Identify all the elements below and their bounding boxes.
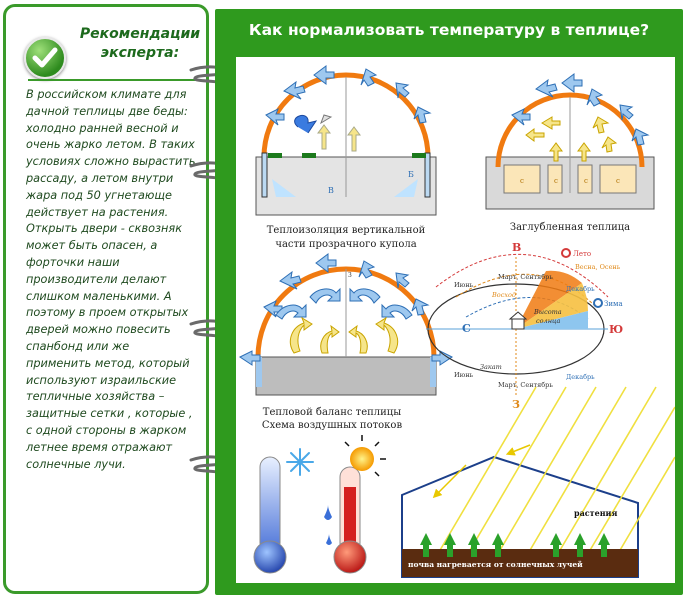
height-label: Высота [533, 308, 562, 316]
diagram-heat-balance: 3 Тепловой баланс теплицы Схема воздушны… [239, 253, 453, 431]
expert-title: Рекомендации эксперта: [79, 26, 201, 61]
west-label: З [512, 398, 520, 411]
june-top-label: Июнь [454, 281, 474, 289]
diagram-dome-insulation: B Б Теплоизоляция вертикальной части про… [255, 65, 437, 250]
checkmark-icon [24, 37, 66, 79]
title-divider [28, 79, 200, 81]
december-bottom-label: Декабрь [566, 373, 595, 381]
d1-caption-line2: части прозрачного купола [275, 239, 416, 250]
sun-winter-icon [593, 298, 603, 308]
march-sept-top-label: Март, Сентябрь [498, 273, 553, 281]
diagram-canvas: B Б Теплоизоляция вертикальной части про… [236, 57, 676, 583]
december-top-label: Декабрь [566, 285, 595, 293]
sunrise-label: Восход [491, 291, 516, 299]
diagram-sun-path: С Ю В З Лето Весна, Осень Зима Июнь Март… [426, 241, 623, 411]
house-icon [508, 311, 528, 330]
soil-label: почва нагревается от солнечных лучей [408, 560, 583, 569]
d3-caption-line2: Схема воздушных потоков [262, 420, 403, 431]
sun-icon [350, 447, 374, 471]
plants-label: растения [574, 508, 617, 518]
d2-caption: Заглубленная теплица [510, 222, 630, 233]
cold-thermometer-icon [253, 448, 314, 574]
label-c4: с [616, 177, 620, 185]
d1-caption-line1: Теплоизоляция вертикальной [267, 225, 426, 236]
june-bottom-label: Июнь [454, 371, 474, 379]
spring-autumn-label: Весна, Осень [575, 263, 621, 271]
expert-text: В российском климате для дачной теплицы … [26, 88, 196, 471]
expert-header: Рекомендации эксперта: [12, 11, 204, 79]
diagram-greenhouse-sun: растения почва нагревается от солнечных … [401, 386, 676, 578]
north-label: С [462, 322, 471, 335]
south-label: Ю [609, 323, 623, 336]
diagram-sunken-greenhouse: с с с с Заглубленная теплица [485, 73, 655, 233]
sun-summer-icon [561, 248, 571, 258]
label-c2: с [554, 177, 558, 185]
east-label: В [512, 241, 521, 254]
summer-label: Лето [573, 250, 591, 258]
label-c1: с [520, 177, 524, 185]
hot-thermometer-icon [324, 435, 386, 574]
winter-label: Зима [604, 300, 623, 308]
label-c3: с [584, 177, 588, 185]
label-3: 3 [348, 272, 352, 279]
d3-caption-line1: Тепловой баланс теплицы [263, 407, 401, 418]
sunset-label: Закат [480, 363, 502, 371]
expert-panel: Рекомендации эксперта: В российском клим… [3, 4, 209, 594]
label-be: Б [408, 170, 414, 179]
sun-word-label: солнца [536, 317, 561, 325]
march-sept-bottom-label: Март, Сентябрь [498, 381, 553, 389]
main-title: Как нормализовать температуру в теплице? [248, 21, 650, 39]
label-b: B [328, 186, 334, 195]
